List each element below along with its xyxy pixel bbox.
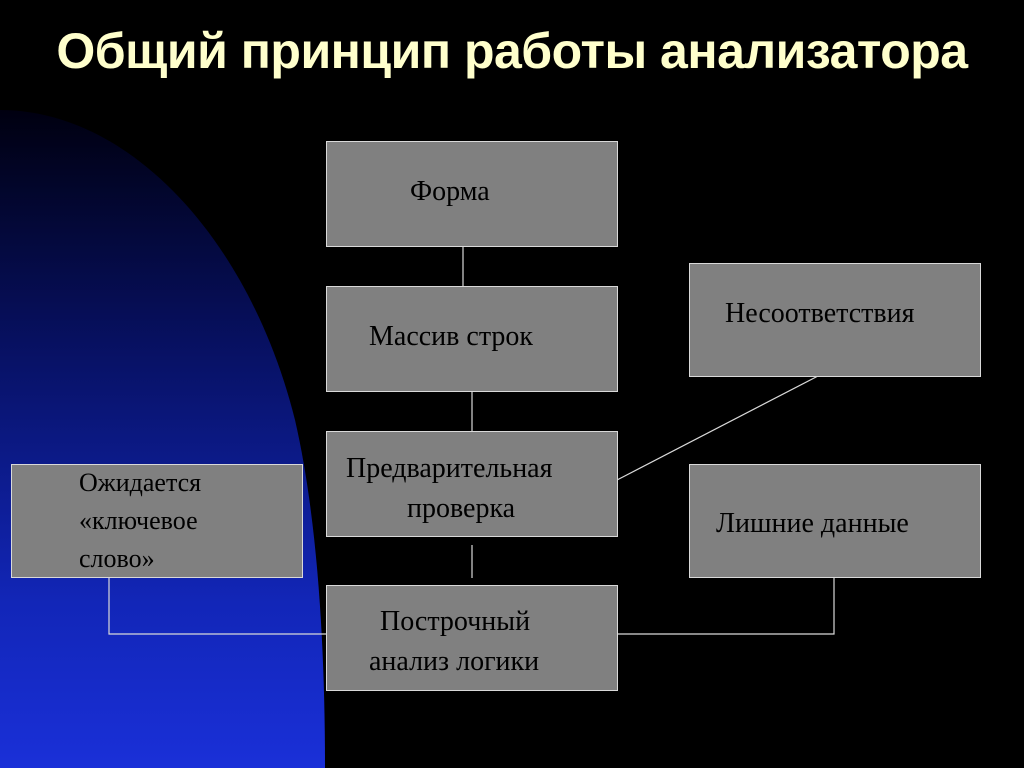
box-ozhidaetsya-klyuchevoe-slovo: Ожидается «ключевое слово» xyxy=(11,464,303,578)
box-postroch-line2: анализ логики xyxy=(369,646,540,677)
box-forma-label: Форма xyxy=(410,176,490,207)
box-lishnie-dannye: Лишние данные xyxy=(689,464,981,578)
box-ozhid-line3: слово» xyxy=(79,544,155,573)
box-nesootvetstviya: Несоответствия xyxy=(689,263,981,377)
box-ozhid-line1: Ожидается xyxy=(79,468,202,497)
connector-lishnie-postroch xyxy=(617,578,835,635)
box-massiv-strok: Массив строк xyxy=(326,286,618,392)
blue-quarter-circle xyxy=(0,110,325,768)
slide-title: Общий принцип работы анализатора xyxy=(56,23,968,79)
connector-predvar-nesoot xyxy=(616,375,819,481)
box-lishnie-label: Лишние данные xyxy=(716,508,909,539)
box-forma: Форма xyxy=(326,141,618,247)
box-postrochny-analiz: Построчный анализ логики xyxy=(326,585,618,691)
box-predvaritelnaya-proverka: Предварительная проверка xyxy=(326,431,618,537)
box-ozhid-line2: «ключевое xyxy=(79,506,198,535)
box-nesoot-label: Несоответствия xyxy=(725,298,915,329)
box-massiv-strok-label: Массив строк xyxy=(369,321,533,352)
box-predvar-line1: Предварительная xyxy=(346,453,553,484)
connector-ozhid-postroch xyxy=(108,578,327,635)
box-predvar-line2: проверка xyxy=(407,493,516,524)
box-postroch-line1: Построчный xyxy=(380,606,531,637)
